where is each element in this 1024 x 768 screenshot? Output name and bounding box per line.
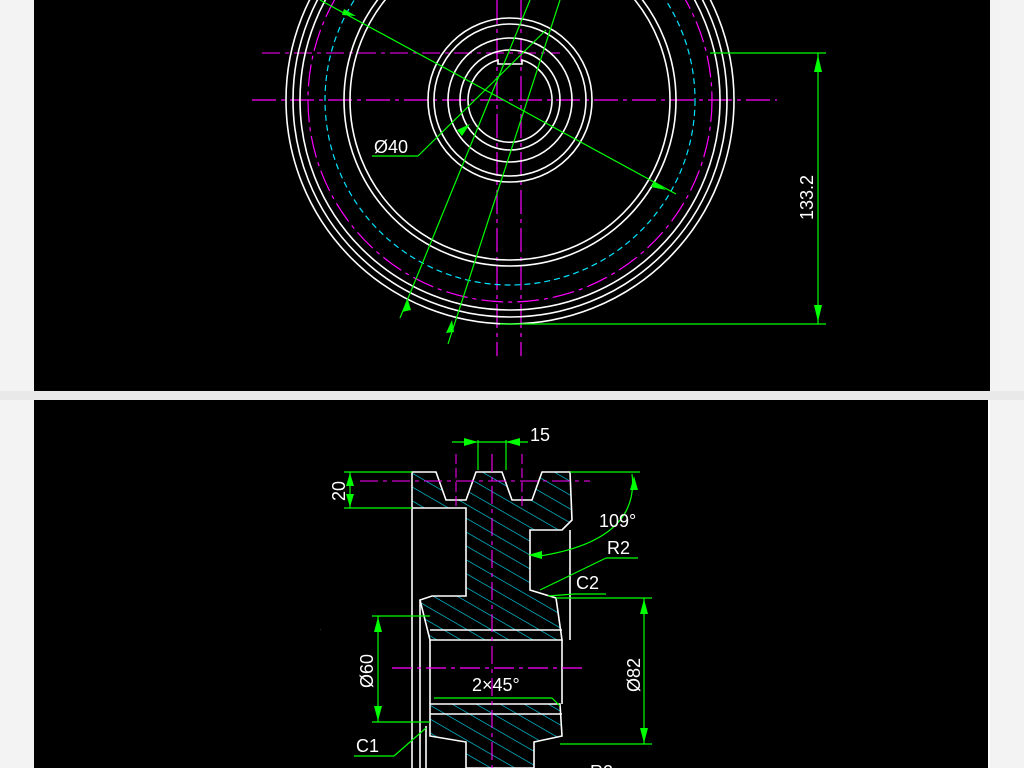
tiny-mark: .	[320, 626, 321, 631]
arrow-head	[814, 305, 822, 322]
outer-rim-circle-2	[292, 0, 728, 318]
arrow-head	[374, 617, 382, 632]
front-view-drawing: Ø40 133.2	[252, 0, 826, 356]
right-margin	[990, 0, 1024, 768]
view-separator	[0, 391, 1024, 400]
fillet-label: R2	[607, 538, 630, 558]
groove-angle-label: 109°	[599, 511, 636, 531]
dim-leader-1	[319, 0, 677, 195]
bore-with-keyway	[467, 58, 553, 143]
arrow-head	[630, 476, 638, 490]
bore-chamfer-label: 2×45°	[472, 675, 520, 695]
chamfer-top-label: C2	[576, 573, 599, 593]
section-view-drawing: 15 20 109° R2 C2 Ø82 Ø60	[320, 425, 652, 768]
hub-circle-2	[433, 23, 587, 177]
hub-chamfer-label: C1	[356, 736, 379, 756]
arrow-head	[814, 55, 822, 72]
arrow-head	[457, 124, 470, 136]
arrow-head	[651, 181, 666, 190]
arrow-head	[506, 438, 520, 446]
bore-diameter-label: Ø40	[374, 137, 408, 157]
arrow-head	[640, 599, 648, 614]
chamfer-hub-leader	[393, 727, 427, 757]
bore-dim-leader	[417, 29, 547, 157]
arrow-head	[346, 494, 354, 507]
arrow-head	[446, 320, 454, 333]
outer-rim-circle-3	[299, 0, 721, 311]
groove-pitch-label: 15	[530, 425, 550, 445]
arrow-head	[640, 728, 648, 743]
hub-circle	[427, 17, 593, 183]
arrow-head	[528, 551, 542, 559]
arrow-head	[402, 300, 411, 312]
partial-fillet-label: R2	[590, 762, 613, 768]
bore-diameter-label: Ø60	[357, 654, 377, 688]
front-view-panel: Ø40 133.2	[34, 0, 990, 391]
arrow-head	[346, 473, 354, 486]
chamfer-bore-leader-2	[551, 697, 561, 707]
groove-depth-label: 20	[329, 481, 349, 501]
arrow-head	[342, 9, 356, 16]
pitch-circle	[324, 0, 696, 286]
chamfer-leader	[547, 593, 575, 597]
section-view-panel: 15 20 109° R2 C2 Ø82 Ø60	[34, 400, 988, 768]
dim-leader-2	[447, 0, 561, 345]
left-margin	[0, 0, 34, 768]
height-dimension-label: 133.2	[797, 175, 817, 220]
web-outer-circle-2	[349, 0, 671, 261]
hub-diameter-label: Ø82	[624, 658, 644, 692]
arrow-head	[374, 706, 382, 721]
dim-leader-3	[399, 0, 531, 319]
arrow-head	[464, 438, 478, 446]
hub-circle-3	[447, 37, 573, 163]
centerline-circle	[307, 0, 713, 303]
fillet-leader	[539, 557, 607, 591]
web-outer-circle	[343, 0, 677, 267]
